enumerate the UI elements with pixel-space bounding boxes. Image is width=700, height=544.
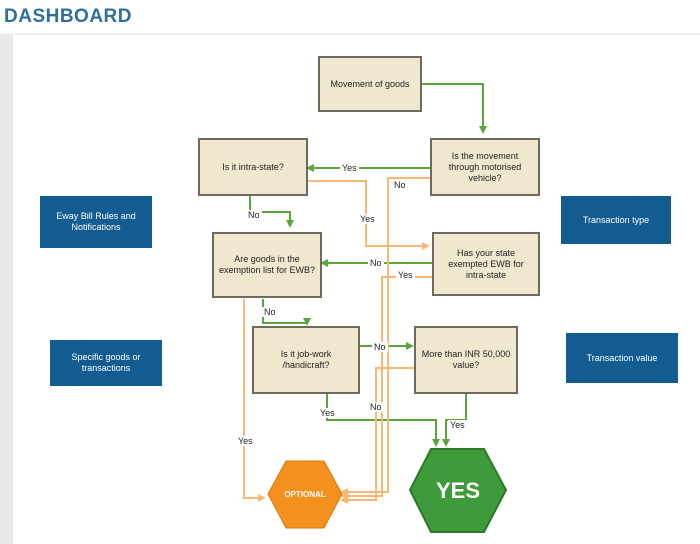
label-no-jobwork: No <box>372 342 388 352</box>
label-no-intrastate: No <box>246 210 262 220</box>
edge-motorised-no-to-optional <box>340 177 430 496</box>
box-exemption-list: Are goods in the exemption list for EWB? <box>212 232 322 298</box>
box-job-work: Is it job-work /handicraft? <box>252 326 360 394</box>
label-yes-exemption: Yes <box>236 436 255 446</box>
label-no-stateexempt: No <box>368 258 384 268</box>
edge-movement-to-motorised <box>420 83 487 134</box>
label-no-exemption: No <box>262 307 278 317</box>
box-state-exempted: Has your state exempted EWB for intra-st… <box>432 232 540 296</box>
yes-hexagon <box>408 448 508 533</box>
label-yes-jobwork: Yes <box>318 408 337 418</box>
left-sidebar-strip <box>0 34 13 544</box>
box-motorised-vehicle: Is the movement through motorised vehicl… <box>430 138 540 196</box>
label-yes-intrastate: Yes <box>358 214 377 224</box>
edge-intrastate-yes-to-stateexempt <box>308 180 430 250</box>
edge-inr-no-to-optional <box>340 367 414 504</box>
label-yes-inr: Yes <box>448 420 467 430</box>
box-intra-state: Is it intra-state? <box>198 138 308 196</box>
dashboard-panel <box>0 34 700 544</box>
transaction-value-button[interactable]: Transaction value <box>566 333 678 383</box>
specific-goods-button[interactable]: Specific goods or transactions <box>50 340 162 386</box>
edge-intrastate-no-to-exemption <box>249 196 294 228</box>
label-no-motorised: No <box>392 180 408 190</box>
edge-exemption-yes-to-optional <box>243 299 266 502</box>
eway-bill-rules-button[interactable]: Eway Bill Rules and Notifications <box>40 196 152 248</box>
box-inr-value: More than INR 50,000 value? <box>414 326 518 394</box>
yes-result-label: YES <box>435 477 481 503</box>
optional-label: OPTIONAL <box>284 490 326 499</box>
header-divider <box>0 33 700 35</box>
label-yes-stateexempt: Yes <box>396 270 415 280</box>
page-title: DASHBOARD <box>4 6 132 27</box>
box-movement-of-goods: Movement of goods <box>318 56 422 112</box>
label-yes-motorised: Yes <box>340 163 359 173</box>
label-no-inr: No <box>368 402 384 412</box>
transaction-type-button[interactable]: Transaction type <box>561 196 671 244</box>
optional-hexagon <box>267 460 343 529</box>
